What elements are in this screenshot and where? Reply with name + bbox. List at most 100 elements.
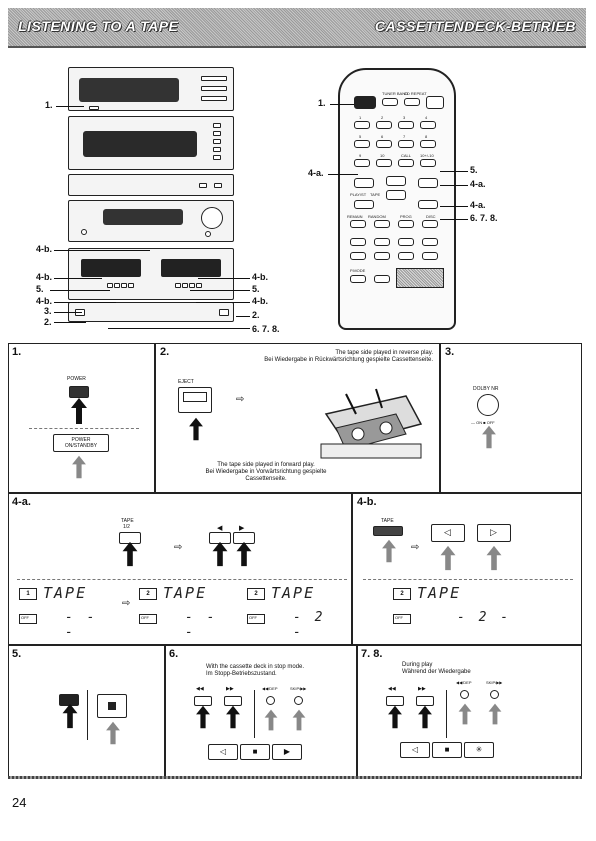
forward-arrow-icon-4b bbox=[483, 544, 505, 572]
deck-badge-4b: 2 bbox=[393, 588, 411, 600]
page-number: 24 bbox=[12, 795, 27, 810]
stop-box-illus bbox=[97, 694, 127, 718]
remote-num-10: 10 bbox=[380, 153, 385, 158]
off-box-3: OFF bbox=[247, 614, 265, 624]
panel78-rew-arrow bbox=[385, 704, 405, 730]
panel6-skip-left-btn bbox=[266, 696, 275, 705]
callout-4b-right: 4-b. bbox=[252, 272, 269, 282]
panel78-ff-btn bbox=[416, 696, 434, 706]
panel6-skip-left: ◀◀/DEP bbox=[262, 686, 278, 691]
remote-label-play: PLAY/ST bbox=[350, 192, 367, 197]
header-title-de: CASSETTENDECK-BETRIEB bbox=[374, 18, 576, 34]
power-label: POWER bbox=[67, 376, 86, 382]
remote-label-cd: CD REPEAT bbox=[404, 91, 427, 96]
forward-button-illus-4b: ▷ bbox=[477, 524, 511, 542]
standby-button-illus: POWER ON/STANDBY bbox=[53, 434, 109, 452]
stereo-stack-illustration bbox=[60, 64, 240, 336]
callout-4b-right2: 4-b. bbox=[252, 296, 269, 306]
panel-step-4b: 4-b. TAPE ⇨ ◁ ▷ 2 TAPE OFF - 2 - bbox=[352, 493, 582, 645]
panel78-skip-right: SKIP/▶▶ bbox=[486, 680, 503, 685]
eject-arrow-icon bbox=[186, 416, 206, 442]
panel78-note-en: During play bbox=[402, 662, 433, 668]
display-1: 1 TAPE OFF - - - bbox=[19, 584, 119, 640]
panel6-rew-arrow bbox=[193, 704, 213, 730]
panel-step-78: 7. 8. During play Während der Wiedergabe… bbox=[357, 645, 582, 777]
panel78-skip-left: ◀◀/DEP bbox=[456, 680, 472, 685]
tape-label-4a: TAPE bbox=[121, 518, 134, 524]
remote-num-3: 3 bbox=[403, 115, 406, 120]
display-4b: 2 TAPE OFF - 2 - bbox=[393, 584, 553, 634]
callout-4b-upper: 4-b. bbox=[36, 244, 53, 254]
off-box-4b: OFF bbox=[393, 614, 411, 624]
panel6-rew-btn bbox=[194, 696, 212, 706]
header-band: LISTENING TO A TAPE CASSETTENDECK-BETRIE… bbox=[8, 8, 586, 48]
remote-label-random: RANDOM bbox=[368, 214, 386, 219]
cassette-insert-illus bbox=[320, 388, 423, 459]
remote-num-4: 4 bbox=[425, 115, 428, 120]
panel3-num: 3. bbox=[445, 346, 455, 358]
remote-label-tuner: TUNER BAND bbox=[382, 91, 409, 96]
tape-label-4b: TAPE bbox=[381, 518, 394, 524]
tape-arrow-icon-4b bbox=[379, 538, 399, 564]
step-arrow-icon: ⇨ bbox=[236, 394, 245, 405]
remote-cd-button bbox=[404, 98, 420, 106]
tape-sub-4a: 1/2 bbox=[123, 524, 130, 530]
callout-2-left: 2. bbox=[44, 317, 52, 327]
remote-call: CALL bbox=[401, 153, 412, 158]
remote-label-remain: REMAIN bbox=[347, 214, 363, 219]
dolby-label: DOLBY NR bbox=[473, 386, 499, 392]
panel6-rew: ◀◀ bbox=[196, 686, 204, 692]
dolby-button-illus bbox=[477, 394, 499, 416]
display-2: 2 TAPE OFF - - - bbox=[139, 584, 239, 640]
power-button-illus bbox=[69, 386, 89, 398]
callout-678-stack: 6. 7. 8. bbox=[252, 324, 280, 334]
panel78-ff: ▶▶ bbox=[418, 686, 426, 692]
bottom-band bbox=[8, 776, 582, 779]
callout-3: 3. bbox=[44, 306, 52, 316]
display-text-1: TAPE bbox=[43, 584, 88, 602]
display-dash-2: - - - bbox=[185, 610, 218, 640]
remote-label-pmode: P.MODE bbox=[350, 268, 366, 273]
panel78-skip-right-arrow bbox=[486, 702, 504, 726]
reverse-arrow-icon bbox=[209, 540, 231, 568]
stop-arrow-icon bbox=[59, 702, 81, 730]
panel78-skip-left-arrow bbox=[456, 702, 474, 726]
panel6-skip-left-arrow bbox=[262, 708, 280, 732]
off-box-2: OFF bbox=[139, 614, 157, 624]
forward-text-de: Bei Wiedergabe in Vorwärtsrichtung gespi… bbox=[205, 469, 327, 482]
deck-badge-3: 2 bbox=[247, 588, 265, 600]
remote-10plus: 10+/-10 bbox=[420, 153, 434, 158]
step-arrow-4b: ⇨ bbox=[411, 542, 420, 553]
ff-mark-4a: ▶ bbox=[239, 525, 245, 532]
cd-unit bbox=[68, 116, 234, 170]
panel5-num: 5. bbox=[12, 648, 22, 660]
panel-step-6: 6. With the cassette deck in stop mode. … bbox=[165, 645, 357, 777]
display-3: 2 TAPE OFF - 2 - bbox=[247, 584, 347, 640]
stop-arrow-icon-2 bbox=[103, 720, 123, 746]
panel6-skip-right: SKIP/▶▶ bbox=[290, 686, 307, 691]
callout-1-remote: 1. bbox=[318, 98, 326, 108]
remote-control: TUNER BAND CD REPEAT 1 2 3 4 5 6 7 8 9 1… bbox=[338, 68, 456, 330]
panel6-ff-arrow bbox=[223, 704, 243, 730]
off-box-1: OFF bbox=[19, 614, 37, 624]
remote-num-9: 9 bbox=[359, 153, 362, 158]
remote-num-6: 6 bbox=[381, 134, 384, 139]
eject-label: EJECT bbox=[178, 379, 194, 385]
panel6-ff-btn bbox=[224, 696, 242, 706]
dolby-arrow-icon bbox=[479, 424, 499, 450]
callout-4a-remote-r1: 4-a. bbox=[470, 179, 486, 189]
panel4b-num: 4-b. bbox=[357, 496, 377, 508]
tape-arrow-icon-4a bbox=[119, 540, 141, 568]
remote-label-prog: PROG bbox=[400, 214, 412, 219]
panel78-note-de: Während der Wiedergabe bbox=[402, 669, 471, 675]
standby-label: POWER ON/STANDBY bbox=[64, 437, 98, 449]
panel6-skip-right-arrow bbox=[290, 708, 308, 732]
callout-2-right: 2. bbox=[252, 310, 260, 320]
deck-badge-2: 2 bbox=[139, 588, 157, 600]
panel-step-1: 1. POWER POWER ON/STANDBY bbox=[8, 343, 155, 493]
callout-5-right: 5. bbox=[252, 284, 260, 294]
panel-step-3: 3. DOLBY NR — ON ■ OFF bbox=[440, 343, 582, 493]
forward-text-en: The tape side played in forward play. bbox=[217, 462, 315, 468]
remote-label-tape: TAPE bbox=[370, 192, 381, 197]
base-unit bbox=[68, 302, 234, 322]
